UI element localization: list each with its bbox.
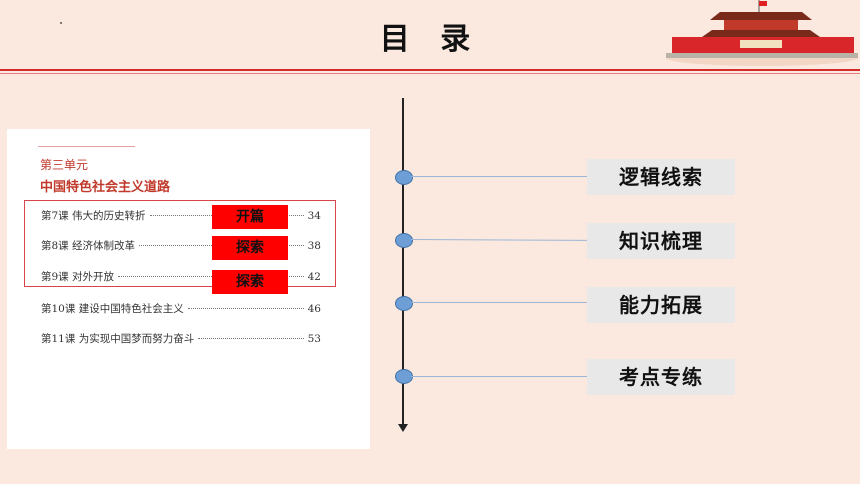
connector-line xyxy=(410,239,588,241)
lesson-label: 第11课 为实现中国梦而努力奋斗 xyxy=(41,333,195,345)
tag-tansuo: 探索 xyxy=(212,270,288,294)
timeline-node xyxy=(395,296,413,311)
menu-item-exam-practice[interactable]: 考点专练 xyxy=(587,359,735,395)
timeline-arrow-icon xyxy=(398,424,408,432)
lesson-label: 第8课 经济体制改革 xyxy=(41,240,136,252)
header-rule xyxy=(0,69,860,71)
connector-line xyxy=(411,302,587,303)
lesson-label: 第9课 对外开放 xyxy=(41,271,115,283)
page-title: 目 录 xyxy=(379,22,481,57)
lesson-page: 34 xyxy=(307,210,321,222)
lesson-row: 第11课 为实现中国梦而努力奋斗 53 xyxy=(41,331,321,346)
unit-name: 中国特色社会主义道路 xyxy=(40,180,171,195)
leader-dots xyxy=(187,308,304,309)
lesson-label: 第7课 伟大的历史转折 xyxy=(41,210,146,222)
lesson-label: 第10课 建设中国特色社会主义 xyxy=(41,303,184,315)
lesson-row: 第10课 建设中国特色社会主义 46 xyxy=(41,301,321,316)
gate-tower xyxy=(724,20,798,30)
gate-roof-lower xyxy=(702,30,820,37)
textbook-contents-panel xyxy=(7,129,370,449)
tag-tansuo: 探索 xyxy=(212,236,288,260)
unit-number: 第三单元 xyxy=(40,158,89,172)
decorative-dot xyxy=(60,22,62,24)
connector-line xyxy=(411,376,587,377)
gate-roof-top xyxy=(710,12,812,20)
menu-item-logic-clues[interactable]: 逻辑线索 xyxy=(587,159,735,195)
lesson-row: 第9课 对外开放 42 xyxy=(41,269,321,284)
gate-base xyxy=(666,53,858,58)
header-rule-thin xyxy=(0,73,860,74)
gate-plaque xyxy=(740,40,782,48)
tag-kaipian: 开篇 xyxy=(212,205,288,229)
menu-item-ability-extension[interactable]: 能力拓展 xyxy=(587,287,735,323)
unit-divider xyxy=(38,146,135,147)
lesson-page: 53 xyxy=(307,333,321,345)
leader-dots xyxy=(118,276,304,277)
lesson-page: 46 xyxy=(307,303,321,315)
timeline-node xyxy=(395,233,413,248)
lesson-page: 42 xyxy=(307,271,321,283)
tiananmen-illustration xyxy=(666,0,858,66)
connector-line xyxy=(411,176,587,177)
lesson-page: 38 xyxy=(307,240,321,252)
menu-item-knowledge-review[interactable]: 知识梳理 xyxy=(587,223,735,259)
timeline-line xyxy=(402,98,404,426)
flag xyxy=(759,1,767,6)
leader-dots xyxy=(198,338,304,339)
timeline-node xyxy=(395,170,413,185)
highlight-box xyxy=(24,200,336,287)
